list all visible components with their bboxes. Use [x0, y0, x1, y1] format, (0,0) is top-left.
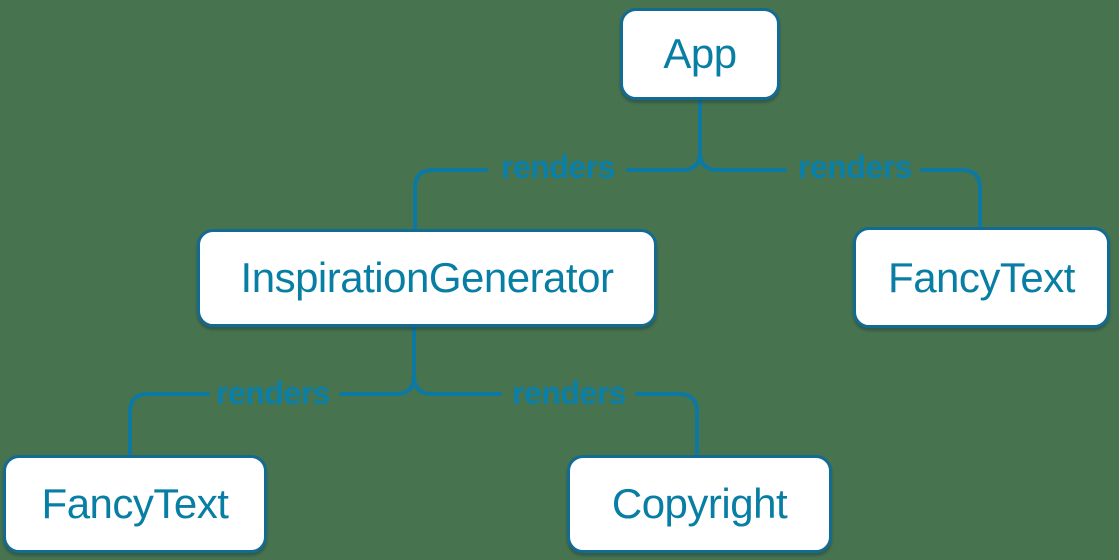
edge-label-app-inspiration-generator: renders [501, 149, 615, 185]
node-fancy-text-top: FancyText [853, 227, 1110, 328]
edge-label-inspiration-generator-fancy-text: renders [216, 375, 330, 411]
node-inspiration-generator: InspirationGenerator [197, 229, 657, 327]
edge-app-to-inspiration-generator-elbow [413, 168, 488, 231]
node-fancy-text-bottom-label: FancyText [41, 480, 229, 527]
node-copyright: Copyright [567, 455, 832, 553]
edge-app-to-inspiration-generator-fork [626, 98, 702, 172]
edge-inspiration-generator-to-copyright-fork [412, 374, 502, 396]
node-inspiration-generator-label: InspirationGenerator [240, 254, 614, 301]
edge-inspiration-generator-to-fancy-text-elbow [128, 392, 210, 457]
edge-app-to-fancy-text-fork [698, 150, 787, 172]
node-fancy-text-top-label: FancyText [888, 253, 1075, 301]
edge-inspiration-generator-to-copyright-elbow [635, 392, 699, 457]
node-fancy-text-bottom: FancyText [3, 455, 267, 553]
node-app-label: App [663, 30, 737, 77]
edge-inspiration-generator-to-fancy-text-fork [339, 325, 416, 396]
edge-label-app-fancy-text: renders [798, 149, 912, 185]
edge-app-to-fancy-text-elbow [920, 168, 982, 229]
edge-label-inspiration-generator-copyright: renders [512, 375, 626, 411]
node-app: App [620, 8, 780, 100]
node-copyright-label: Copyright [611, 480, 788, 527]
